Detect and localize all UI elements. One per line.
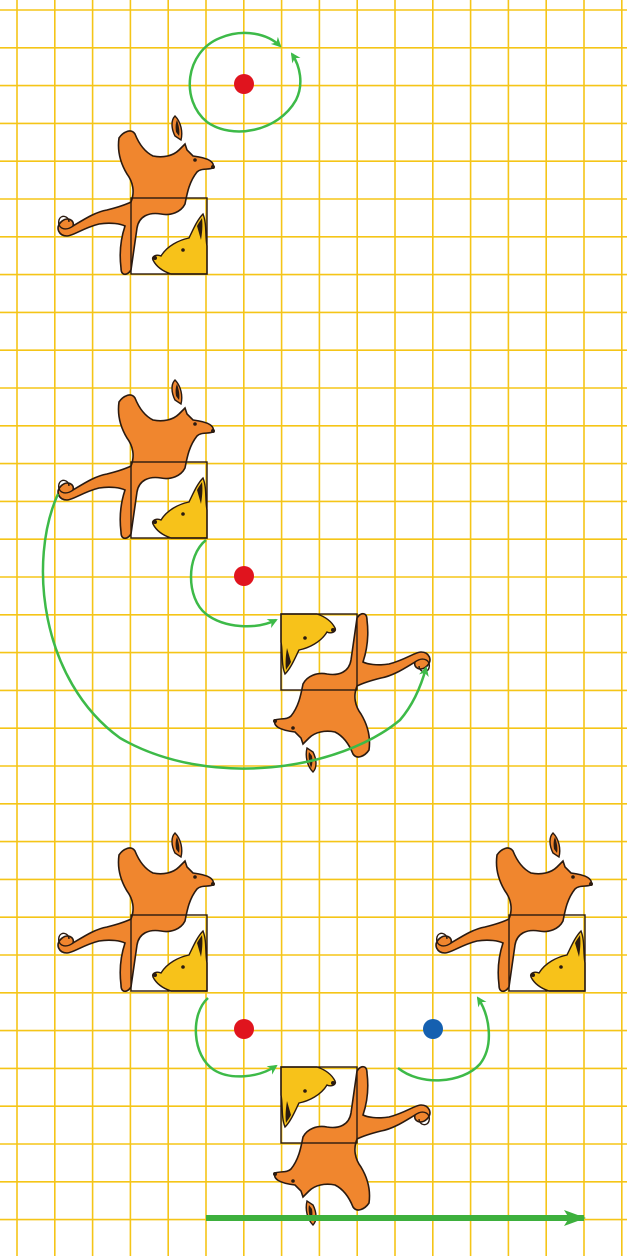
panel-two-half-turns <box>58 833 593 1225</box>
rotation-center-dot <box>234 566 254 586</box>
kangaroo-tile-icon <box>436 833 593 991</box>
kangaroo-tile-icon <box>273 1067 430 1225</box>
kangaroo-tile-icon <box>58 380 215 538</box>
second-rotation-center-dot <box>423 1019 443 1039</box>
panel-half-turn <box>43 380 430 772</box>
rotation-arc-arrow <box>190 33 280 122</box>
rotation-center-dot <box>234 1019 254 1039</box>
kangaroo-tile-icon <box>58 116 215 274</box>
kangaroo-tile-icon <box>58 833 215 991</box>
rotation-arc-arrow <box>207 54 300 131</box>
rotation-arc-arrow <box>196 998 276 1076</box>
rotation-arc-arrow <box>191 540 276 626</box>
panel-rotation-demo <box>58 33 300 274</box>
rotation-center-dot <box>234 74 254 94</box>
